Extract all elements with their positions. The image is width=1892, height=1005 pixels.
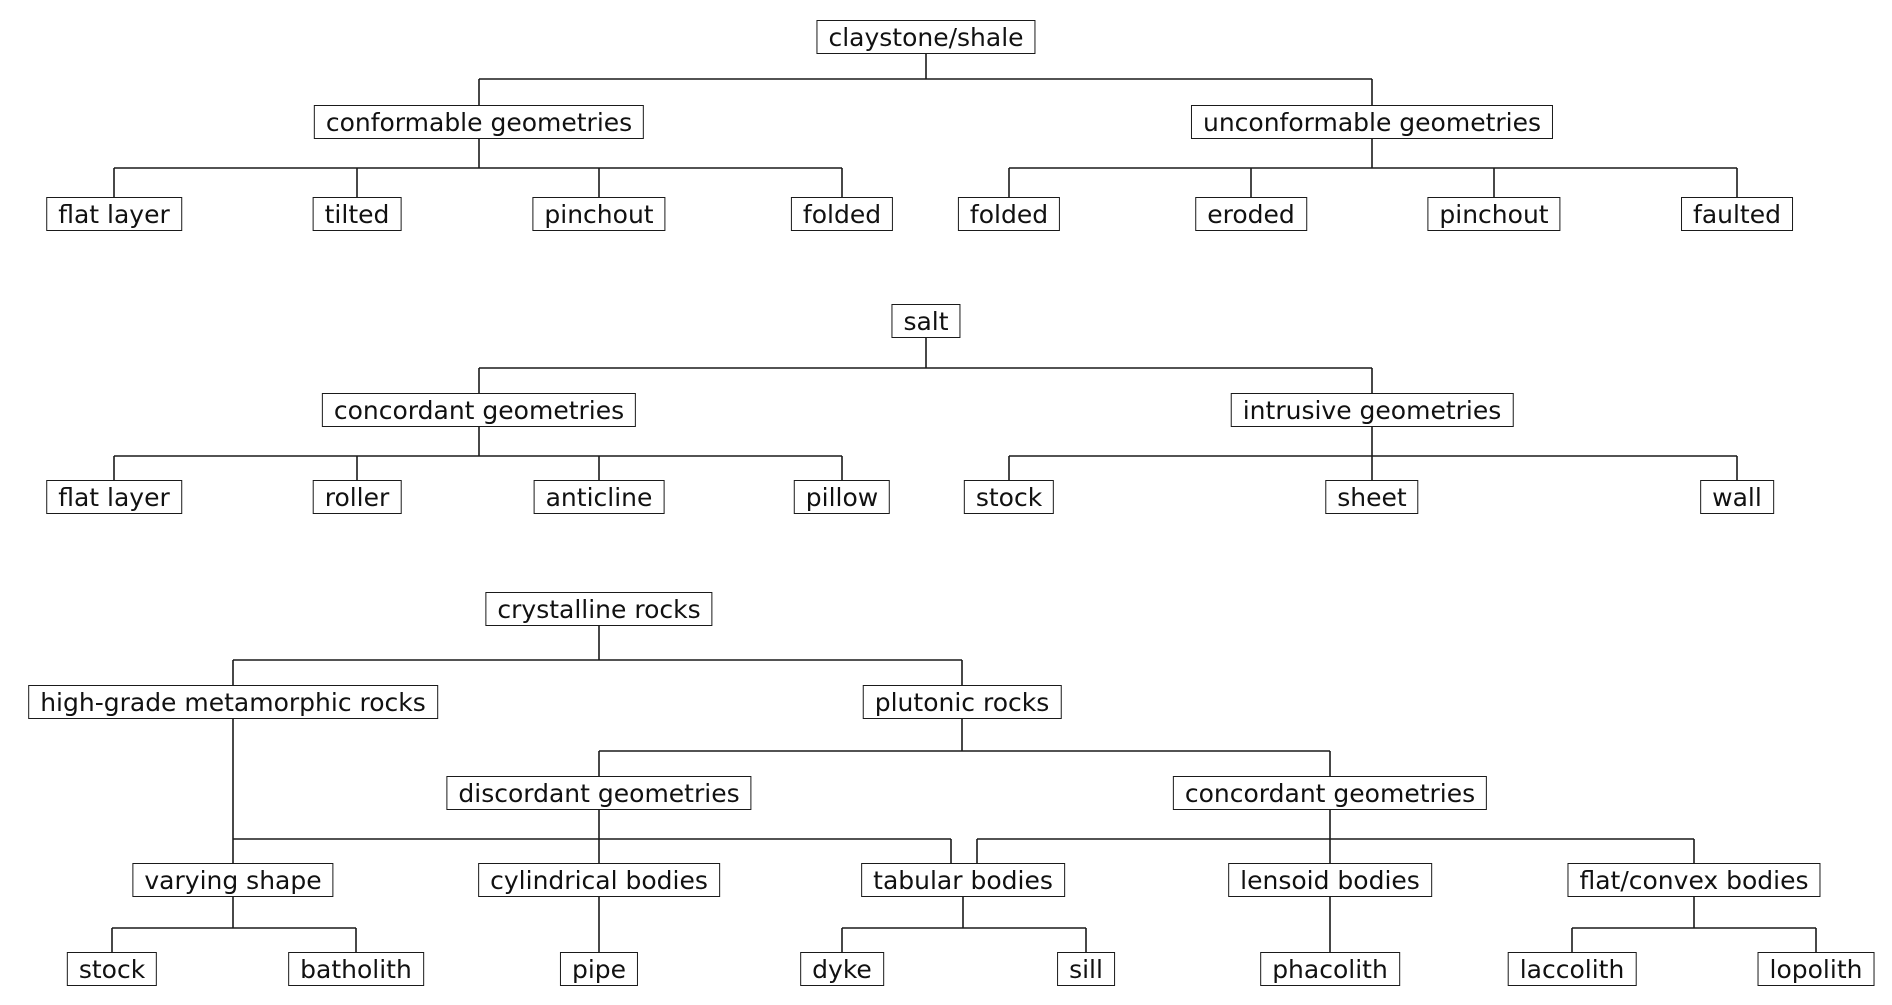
node-uc-pinchout: pinchout (1427, 197, 1561, 231)
node-fc-lopolith: lopolith (1757, 952, 1875, 986)
node-tb-dyke: dyke (800, 952, 884, 986)
node-salt: salt (891, 304, 961, 338)
node-uc-eroded: eroded (1195, 197, 1307, 231)
node-sc-pillow: pillow (793, 480, 891, 514)
node-cb-pipe: pipe (559, 952, 639, 986)
node-si-wall: wall (1700, 480, 1774, 514)
node-cf-pinchout: pinchout (532, 197, 666, 231)
node-uc-faulted: faulted (1681, 197, 1793, 231)
node-flat-convex-bodies: flat/convex bodies (1567, 863, 1821, 897)
node-tabular-bodies: tabular bodies (861, 863, 1065, 897)
node-sc-anticline: anticline (533, 480, 665, 514)
node-cf-folded: folded (790, 197, 894, 231)
node-vs-batholith: batholith (288, 952, 424, 986)
node-sc-flat-layer: flat layer (46, 480, 182, 514)
node-si-sheet: sheet (1325, 480, 1419, 514)
node-sc-roller: roller (312, 480, 402, 514)
node-high-grade-metamorphic-rocks: high-grade metamorphic rocks (28, 685, 438, 719)
node-cylindrical-bodies: cylindrical bodies (478, 863, 720, 897)
node-plutonic-rocks: plutonic rocks (862, 685, 1062, 719)
node-claystone-shale: claystone/shale (816, 20, 1036, 54)
node-salt-concordant-geometries: concordant geometries (321, 393, 637, 427)
node-uc-folded: folded (957, 197, 1061, 231)
node-lb-phacolith: phacolith (1260, 952, 1400, 986)
node-plutonic-concordant-geometries: concordant geometries (1172, 776, 1488, 810)
node-discordant-geometries: discordant geometries (446, 776, 752, 810)
node-lensoid-bodies: lensoid bodies (1228, 863, 1432, 897)
node-fc-laccolith: laccolith (1507, 952, 1637, 986)
node-varying-shape: varying shape (132, 863, 334, 897)
node-crystalline-rocks: crystalline rocks (485, 592, 713, 626)
node-unconformable-geometries: unconformable geometries (1190, 105, 1554, 139)
node-vs-stock: stock (66, 952, 158, 986)
node-tb-sill: sill (1057, 952, 1115, 986)
node-cf-tilted: tilted (312, 197, 402, 231)
node-conformable-geometries: conformable geometries (313, 105, 645, 139)
node-si-stock: stock (963, 480, 1055, 514)
node-cf-flat-layer: flat layer (46, 197, 182, 231)
node-intrusive-geometries: intrusive geometries (1230, 393, 1514, 427)
